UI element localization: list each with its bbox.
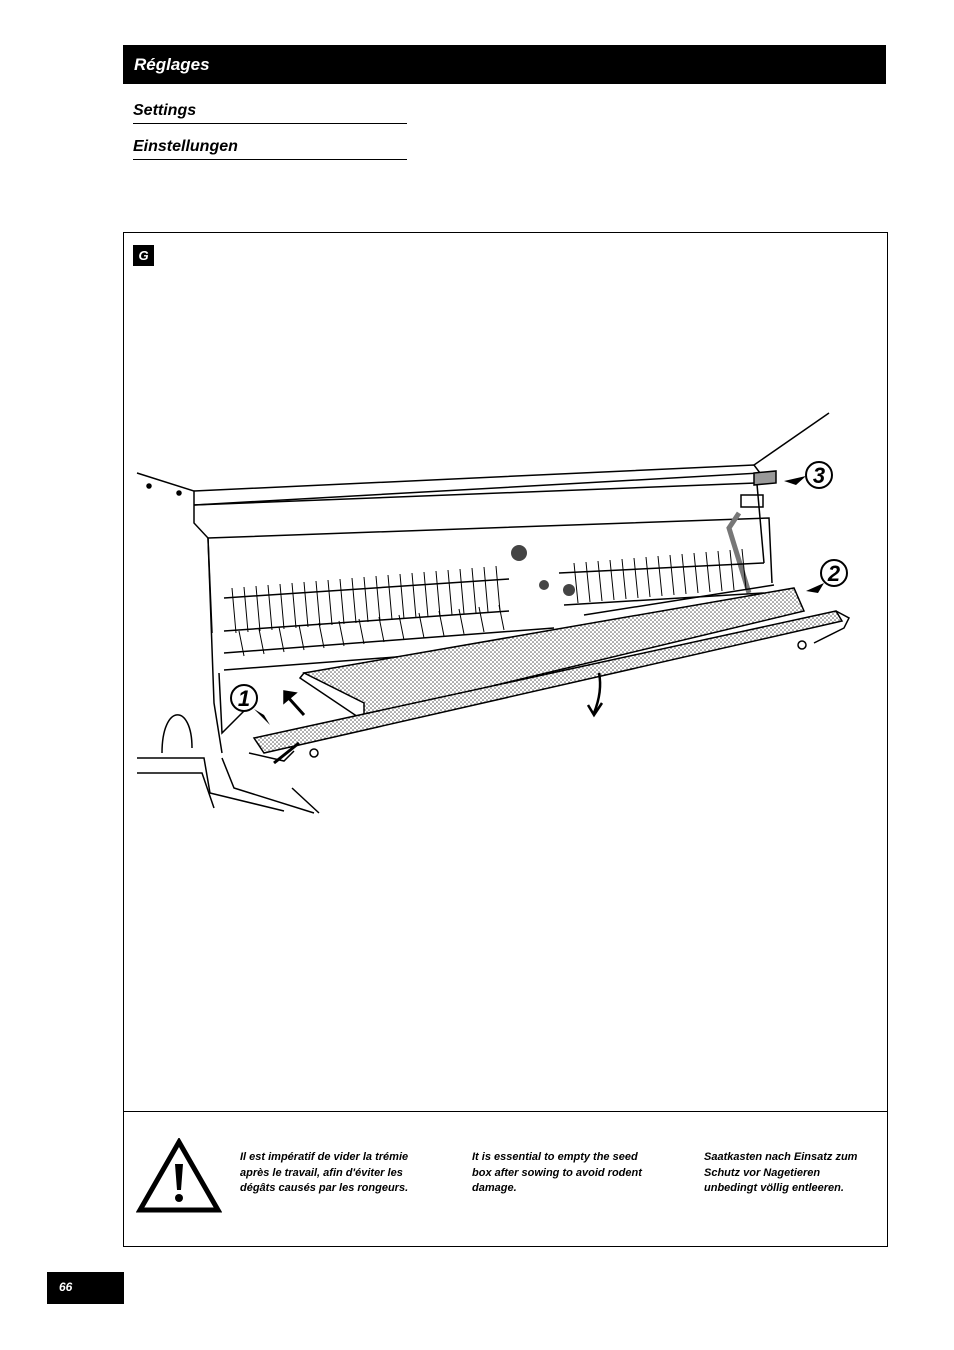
section-title: Réglages <box>134 55 210 74</box>
figure-label: G <box>133 245 154 266</box>
warning-text-fr: Il est impératif de vider la trémie aprè… <box>240 1151 409 1194</box>
page-number: 66 <box>47 1272 124 1304</box>
subtitle-settings: Settings <box>133 101 407 124</box>
page-number-label: 66 <box>59 1280 73 1294</box>
seed-box-illustration: 1 2 3 <box>136 412 850 814</box>
callout-1-label: 1 <box>238 686 250 711</box>
warning-text-en: It is essential to empty the seed box af… <box>472 1151 642 1194</box>
callout-2: 2 <box>806 559 848 593</box>
subtitle-einstellungen: Einstellungen <box>133 137 407 160</box>
callout-3: 3 <box>784 461 833 489</box>
callout-2-label: 2 <box>827 561 841 586</box>
section-header: Réglages <box>123 45 886 84</box>
warning-text-de: Saatkasten nach Einsatz zum Schutz vor N… <box>704 1151 858 1194</box>
figure-panel: G <box>123 232 888 1247</box>
callout-1: 1 <box>230 684 270 725</box>
callout-3-label: 3 <box>813 463 825 488</box>
figure-divider <box>124 1111 887 1112</box>
warning-triangle-icon <box>136 1138 222 1213</box>
